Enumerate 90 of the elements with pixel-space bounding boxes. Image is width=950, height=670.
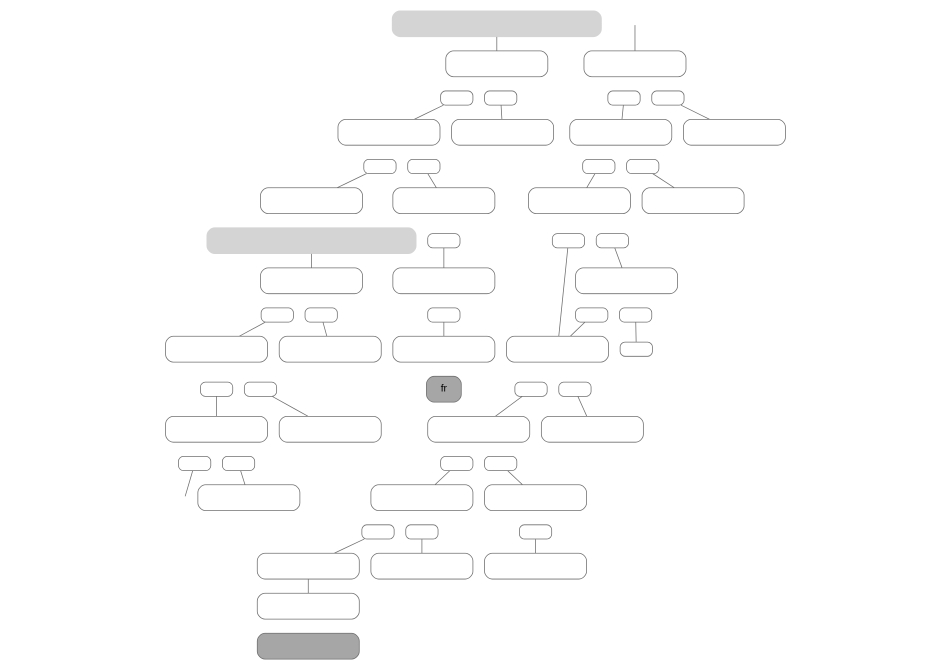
node-box <box>260 187 362 214</box>
node-box <box>506 336 608 362</box>
node-box <box>618 308 652 322</box>
node-box <box>484 552 586 580</box>
connector <box>494 396 522 417</box>
connector <box>310 253 312 268</box>
connector <box>577 396 587 416</box>
node-box <box>196 484 300 511</box>
node-box <box>626 159 659 174</box>
node-box <box>260 308 294 322</box>
connector <box>652 173 674 188</box>
node-box <box>404 524 438 540</box>
node-box <box>164 336 268 362</box>
connector <box>334 538 364 554</box>
connector <box>238 322 266 337</box>
connector <box>336 173 366 188</box>
node-box <box>200 382 233 397</box>
node-box <box>256 632 360 660</box>
node-box <box>260 267 362 294</box>
connector <box>442 322 444 337</box>
node-box <box>583 50 686 78</box>
node-box <box>243 382 277 397</box>
node-box <box>164 416 268 443</box>
node-box <box>551 233 584 248</box>
node-box <box>406 159 440 174</box>
node-box <box>426 308 460 322</box>
node-box <box>518 524 552 540</box>
connector <box>680 104 710 120</box>
node-box <box>650 90 684 106</box>
node-box <box>574 267 678 294</box>
connector <box>621 104 624 120</box>
connector <box>271 396 308 417</box>
node-box <box>370 552 473 580</box>
node-box <box>178 456 211 471</box>
connector <box>570 322 585 336</box>
node-box <box>558 382 591 397</box>
node-box <box>606 90 640 106</box>
node-box <box>641 187 744 214</box>
connector <box>421 538 422 554</box>
node-box <box>440 456 473 471</box>
node-box <box>337 118 440 146</box>
node-box <box>514 382 548 397</box>
connector <box>414 104 444 120</box>
node-box <box>582 159 615 174</box>
node-box <box>595 233 628 248</box>
node-box <box>426 416 530 443</box>
connector <box>442 248 444 268</box>
node-box <box>304 308 338 322</box>
connector <box>500 104 502 120</box>
node-box <box>222 456 255 471</box>
node-box <box>682 118 786 146</box>
node-box <box>256 592 360 620</box>
connector <box>322 322 327 337</box>
node-box <box>206 227 416 254</box>
node-box <box>484 484 586 511</box>
node-box <box>440 90 473 106</box>
node-box <box>391 10 602 38</box>
connector <box>614 248 622 268</box>
node-box <box>540 416 644 443</box>
node-box <box>278 416 382 443</box>
node-box <box>360 524 394 540</box>
connector <box>240 470 245 486</box>
node-box <box>444 50 548 78</box>
node-box <box>392 336 495 362</box>
connector <box>496 36 497 52</box>
connector <box>307 578 308 594</box>
node-box <box>426 233 460 248</box>
node-box <box>392 267 495 294</box>
node-box <box>278 336 382 362</box>
node-box: fr <box>426 376 462 403</box>
node-box <box>370 484 473 511</box>
connector <box>634 322 636 342</box>
connector <box>506 470 522 485</box>
node-box <box>528 187 630 214</box>
connector <box>586 173 595 188</box>
connector <box>427 173 436 188</box>
node-box <box>568 118 672 146</box>
connector <box>634 24 635 52</box>
connector <box>184 470 193 497</box>
connector <box>558 248 568 337</box>
node-box <box>450 118 554 146</box>
node-box <box>362 159 396 174</box>
node-box <box>484 456 517 471</box>
connector <box>434 470 450 485</box>
node-box <box>574 308 608 322</box>
connector <box>534 538 536 554</box>
node-box <box>392 187 495 214</box>
node-box <box>619 342 652 357</box>
node-box <box>256 552 360 580</box>
node-box <box>484 90 517 106</box>
